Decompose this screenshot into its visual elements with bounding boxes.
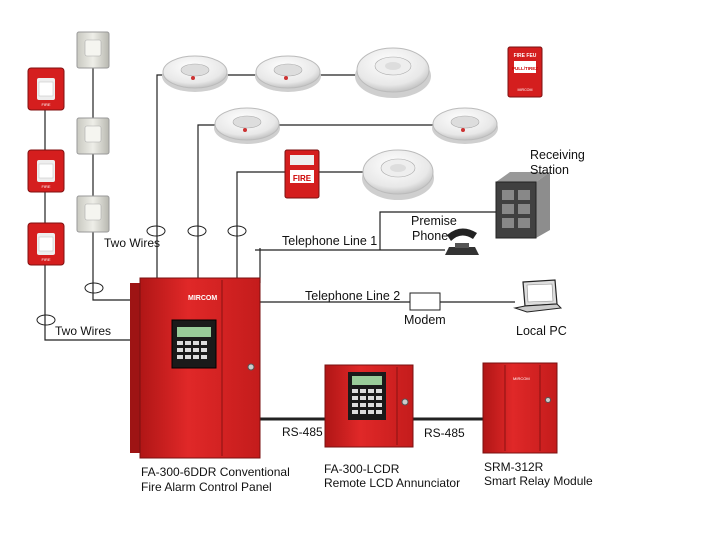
wire-detector-loop-2 <box>197 124 440 280</box>
horn-icon <box>76 195 110 233</box>
smoke-detector-icon <box>162 55 228 92</box>
main-panel-caption-line1: FA-300-6DDR Conventional <box>141 465 290 479</box>
wire-detector-loop-1 <box>156 74 360 280</box>
panel-brand: MIRCOM <box>188 295 217 302</box>
smoke-detector-icon <box>214 107 280 144</box>
modem-box <box>409 292 441 311</box>
relay-caption-line2: Smart Relay Module <box>484 474 593 488</box>
svg-text:FIRE: FIRE <box>41 257 50 262</box>
local-pc-label: Local PC <box>516 324 567 338</box>
wire-horns-loop <box>92 62 130 301</box>
premise-phone-label-line2: Phone <box>412 229 449 243</box>
svg-text:FIRE: FIRE <box>41 184 50 189</box>
remote-annunciator <box>324 364 414 448</box>
premise-phone-label-line1: Premise <box>411 214 457 228</box>
heat-detector-icon <box>362 149 434 200</box>
receiving-station-icon <box>495 172 550 239</box>
main-panel-caption-line2: Fire Alarm Control Panel <box>141 480 272 494</box>
wire-marker <box>187 225 207 237</box>
telephone-line-2-label: Telephone Line 2 <box>305 289 401 303</box>
smoke-detector-icon <box>432 107 498 144</box>
wire-marker <box>84 282 104 294</box>
pull-station-brand: MIRCOM <box>518 88 533 92</box>
strobe-icon: FIRE <box>27 149 65 193</box>
wire-marker <box>36 314 56 326</box>
two-wires-label-upper: Two Wires <box>104 236 161 250</box>
rs485-label-right: RS-485 <box>424 426 465 440</box>
pull-station-fire-text: FIRE <box>293 174 312 183</box>
two-wires-label-lower: Two Wires <box>55 324 112 338</box>
wire-markers <box>36 225 247 326</box>
main-control-panel: MIRCOM <box>130 277 261 459</box>
wire-to-receiving-station <box>379 211 500 250</box>
smoke-detector-icon <box>255 55 321 92</box>
horn-icon <box>76 117 110 155</box>
laptop-icon <box>513 279 563 313</box>
pull-station-icon: FIRE FEU PULL/TIREZ MIRCOM <box>507 46 543 98</box>
annunciator-caption-line1: FA-300-LCDR <box>324 462 400 476</box>
strobe-icon: FIRE <box>27 222 65 266</box>
heat-detector-icon <box>355 47 431 98</box>
pull-station-icon: FIRE <box>284 149 320 199</box>
rs485-label-left: RS-485 <box>282 425 323 439</box>
relay-brand: MIRCOM <box>513 376 530 381</box>
panel-keypad <box>177 341 207 359</box>
annunciator-caption-line2: Remote LCD Annunciator <box>324 476 461 490</box>
relay-module: MIRCOM <box>482 362 558 454</box>
receiving-station-label-line1: Receiving <box>530 148 585 162</box>
wire-pull-loop <box>236 171 368 280</box>
receiving-station-label-line2: Station <box>530 163 569 177</box>
horn-icon <box>76 31 110 69</box>
strobe-icon: FIRE <box>27 67 65 111</box>
telephone-icon <box>445 228 479 255</box>
svg-text:FIRE: FIRE <box>41 102 50 107</box>
telephone-line-1-label: Telephone Line 1 <box>282 234 378 248</box>
pull-station-handle-text: PULL/TIREZ <box>512 66 538 71</box>
wire-marker <box>227 225 247 237</box>
wire-marker <box>146 225 166 237</box>
pull-station-top-text: FIRE FEU <box>514 53 537 59</box>
relay-caption-line1: SRM-312R <box>484 460 544 474</box>
modem-label: Modem <box>404 313 446 327</box>
